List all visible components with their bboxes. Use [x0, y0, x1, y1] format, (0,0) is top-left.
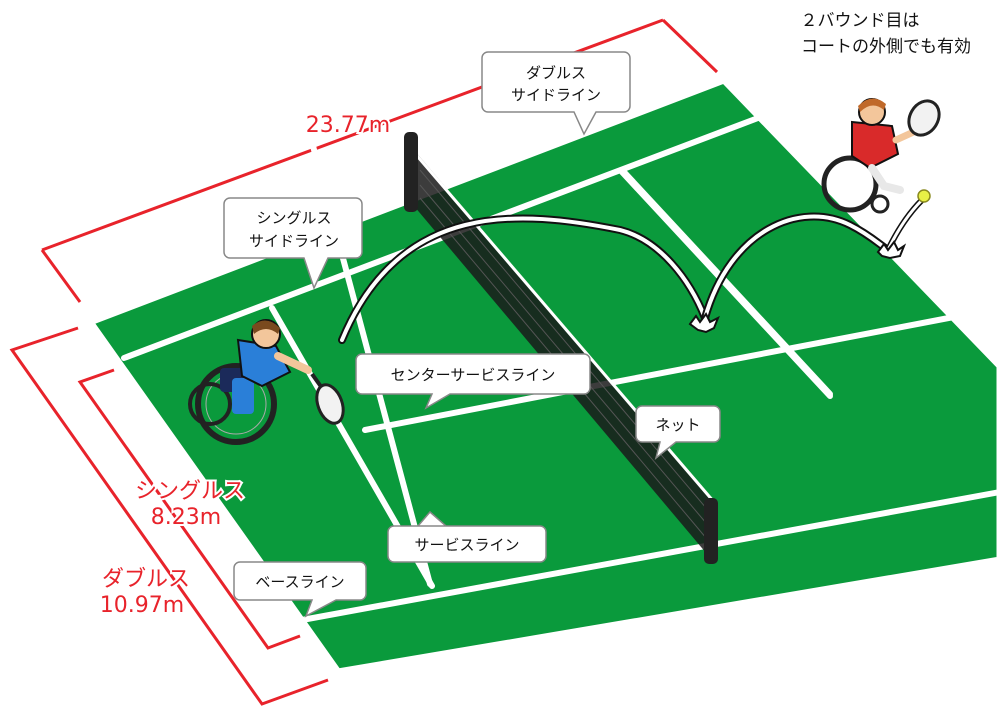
- net-label: ネット: [655, 416, 700, 434]
- callout-center-service-line: センターサービスライン: [355, 353, 591, 410]
- singles-width-title: シングルス: [135, 479, 245, 504]
- callout-baseline: ベースライン: [233, 561, 367, 618]
- callout-net: ネット: [635, 405, 721, 460]
- player-near-icon: [188, 319, 345, 445]
- service-line-label: サービスライン: [414, 536, 519, 554]
- tennis-ball-icon: [917, 189, 931, 203]
- singles-dimension: [77, 368, 301, 650]
- doubles-sideline-line1: ダブルス: [526, 64, 586, 82]
- singles-sideline-line2: サイドライン: [249, 232, 339, 250]
- length-dimension-label: 23.77m: [306, 113, 390, 138]
- service-line-near: [271, 0, 433, 587]
- singles-sideline-far: [299, 489, 998, 623]
- bounce-note-line1: ２バウンド目は: [801, 11, 920, 31]
- doubles-sideline-line2: サイドライン: [511, 86, 601, 104]
- baseline-label: ベースライン: [255, 573, 344, 591]
- center-service-line-label: センターサービスライン: [391, 366, 556, 384]
- singles-width-value: 8.23m: [151, 505, 221, 530]
- center-service-line: [362, 309, 983, 433]
- singles-sideline-line1: シングルス: [256, 209, 331, 227]
- callout-doubles-sideline: ダブルス サイドライン: [481, 51, 631, 136]
- bounce-note-line2: コートの外側でも有効: [801, 37, 971, 57]
- player-far-icon: [821, 98, 941, 214]
- bounce-mark-1: [688, 312, 720, 334]
- doubles-dimension: [9, 326, 329, 706]
- callout-singles-sideline: シングルス サイドライン: [223, 197, 363, 291]
- doubles-width-value: 10.97m: [100, 593, 184, 618]
- ball-trajectory: [338, 197, 925, 344]
- callout-service-line: サービスライン: [387, 510, 547, 563]
- net-post-near: [704, 498, 718, 564]
- net-post-far: [404, 132, 418, 212]
- bounce-mark-2: [876, 240, 907, 260]
- doubles-width-title: ダブルス: [102, 567, 190, 592]
